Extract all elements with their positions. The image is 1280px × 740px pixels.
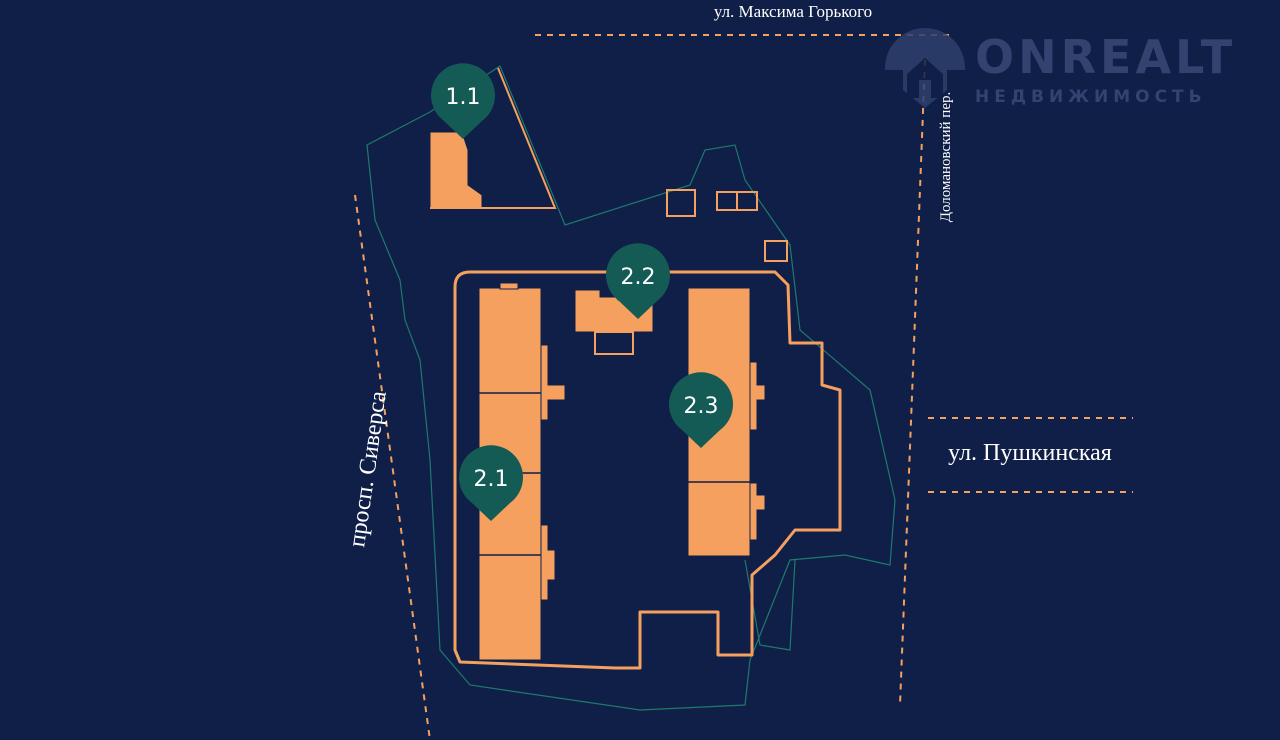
street-label-siversa: просп. Сиверса <box>344 389 392 549</box>
road-line-right-vertical-1 <box>899 59 926 706</box>
pin-1-1[interactable]: 1.1 <box>431 63 495 139</box>
street-label-maxim-gorky: ул. Максима Горького <box>714 2 872 21</box>
pin-2-2-label: 2.2 <box>621 265 656 290</box>
building-1-1-outline <box>430 67 557 209</box>
building-1-1 <box>429 131 483 209</box>
plot-boundary <box>366 65 896 711</box>
onrealt-logo-icon <box>885 28 965 108</box>
pin-2-3-marker <box>669 372 733 448</box>
road-line-left-1 <box>354 194 431 740</box>
watermark-brand-name: ONREALT <box>975 30 1236 84</box>
street-label-dolomanovsky: Доломановский пер. <box>938 92 954 223</box>
pin-2-3[interactable]: 2.3 <box>669 372 733 448</box>
street-lines <box>354 34 1133 740</box>
pin-2-1-marker <box>459 445 523 521</box>
outbuilding-3 <box>764 240 788 262</box>
outbuilding-1 <box>666 189 696 217</box>
pin-2-3-label: 2.3 <box>684 394 719 419</box>
pin-2-2-marker <box>606 243 670 319</box>
pin-2-1[interactable]: 2.1 <box>459 445 523 521</box>
pin-1-1-label: 1.1 <box>446 85 481 110</box>
onrealt-watermark: ONREALT НЕДВИЖИМОСТЬ <box>885 28 1236 108</box>
pin-2-2[interactable]: 2.2 <box>606 243 670 319</box>
street-label-pushkinskaya: ул. Пушкинская <box>948 440 1112 466</box>
pin-1-1-marker <box>431 63 495 139</box>
site-perimeter-wall <box>453 270 842 670</box>
watermark-brand-tagline: НЕДВИЖИМОСТЬ <box>975 87 1207 107</box>
pin-2-1-label: 2.1 <box>474 467 509 492</box>
